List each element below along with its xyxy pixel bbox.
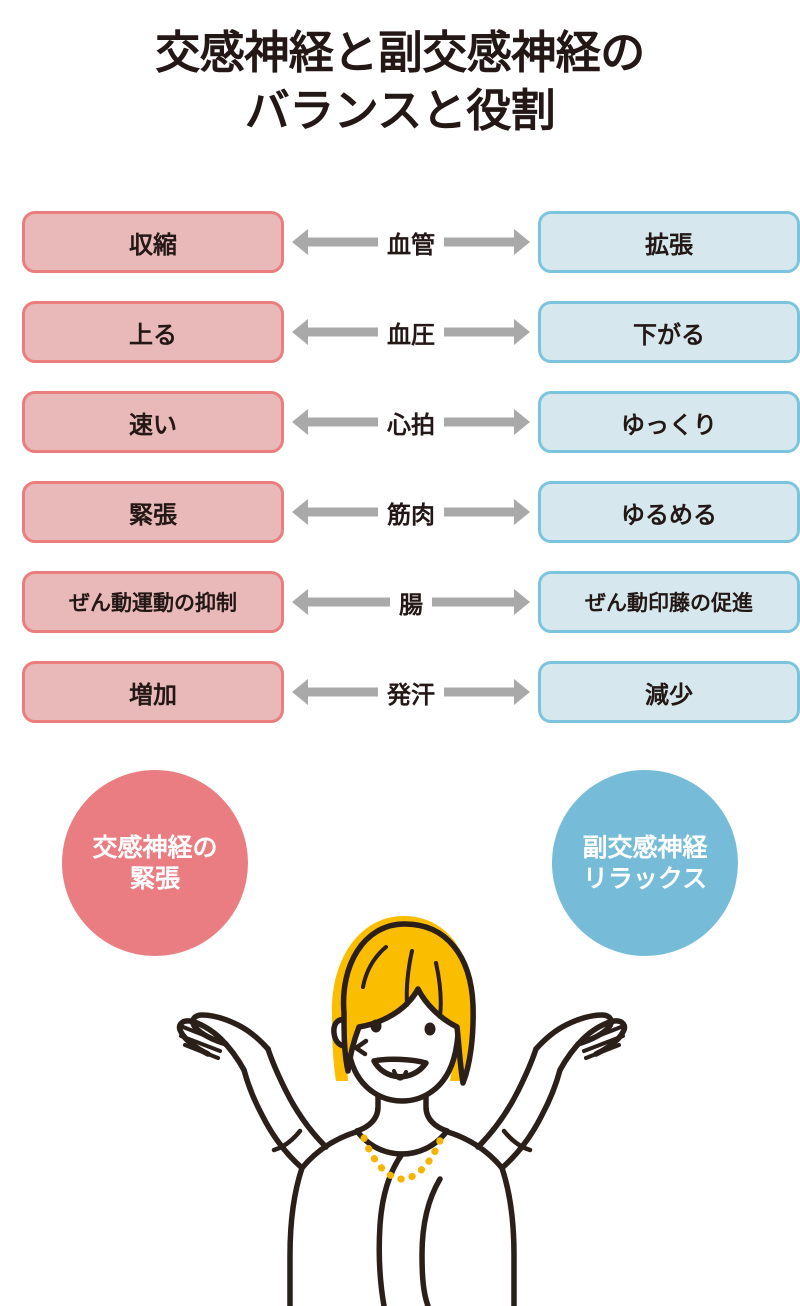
hair-strand (434, 961, 443, 1019)
left-finger-line (179, 1034, 222, 1053)
parasympathetic-cell-label: 拡張 (645, 230, 693, 259)
parasympathetic-cell: 減少 (538, 661, 800, 723)
sympathetic-cell-label: 収縮 (129, 230, 177, 259)
arrow-left-icon (292, 589, 390, 615)
organ-label: 血圧 (387, 320, 435, 349)
row-connector: 腸 (284, 571, 538, 633)
arrow-right-icon (444, 319, 530, 345)
sympathetic-cell: 緊張 (22, 481, 284, 543)
mouth (371, 1056, 429, 1080)
right-finger-line (578, 1025, 623, 1045)
left-sleeve-cuff (271, 1128, 303, 1153)
left-finger-line (181, 1025, 226, 1045)
right-finger-line (582, 1034, 625, 1053)
sympathetic-cell: 速い (22, 391, 284, 453)
table-row: 増加 発汗 減少 (0, 661, 800, 751)
right-finger-line (584, 1043, 621, 1060)
parasympathetic-cell-label: 減少 (645, 680, 693, 709)
right-sleeve-cuff (501, 1128, 533, 1153)
arrow-left-icon (292, 679, 378, 705)
parasympathetic-cell-label: ゆっくり (621, 410, 717, 439)
table-row: ぜん動運動の抑制 腸 ぜん動印藤の促進 (0, 571, 800, 661)
row-connector: 血管 (284, 211, 538, 273)
arrow-right-icon (444, 229, 530, 255)
organ-label: 発汗 (387, 680, 435, 709)
arrow-right-icon (444, 679, 530, 705)
parasympathetic-summary-circle: 副交感神経 リラックス (552, 770, 738, 956)
left-finger-line (183, 1043, 220, 1060)
arrow-left-icon (292, 229, 378, 255)
hair-strand (404, 949, 414, 1007)
sympathetic-cell-label: 緊張 (129, 500, 177, 529)
table-row: 速い 心拍 ゆっくり (0, 391, 800, 481)
mouth-inner (392, 1069, 408, 1081)
right-forearm (475, 1046, 539, 1150)
arrow-right-icon (444, 499, 530, 525)
arrow-right-icon (432, 589, 530, 615)
parasympathetic-cell-label: ゆるめる (621, 500, 717, 529)
hair-front (340, 921, 476, 1086)
necklace (360, 1134, 445, 1183)
parasympathetic-cell: ゆっくり (538, 391, 800, 453)
arrow-left-icon (292, 409, 378, 435)
row-connector: 心拍 (284, 391, 538, 453)
table-row: 上る 血圧 下がる (0, 301, 800, 391)
table-row: 収縮 血管 拡張 (0, 211, 800, 301)
left-upper-arm (241, 1067, 305, 1171)
parasympathetic-cell-label: ぜん動印藤の促進 (585, 591, 753, 615)
parasympathetic-cell: ぜん動印藤の促進 (538, 571, 800, 633)
neck (354, 1074, 450, 1134)
organ-label: 血管 (387, 230, 435, 259)
sympathetic-cell-label: 増加 (129, 680, 177, 709)
parasympathetic-circle-label: 副交感神経 リラックス (582, 832, 708, 893)
organ-label: 筋肉 (387, 500, 435, 529)
sympathetic-cell: 収縮 (22, 211, 284, 273)
sympathetic-cell-label: 上る (129, 320, 177, 349)
arrow-left-icon (292, 319, 378, 345)
left-forearm (265, 1046, 329, 1150)
right-upper-arm (499, 1067, 563, 1171)
dress-fold-right (419, 1176, 443, 1306)
wink-mark (353, 1038, 369, 1057)
left-eye (370, 1019, 382, 1033)
organ-label: 腸 (399, 590, 423, 619)
sympathetic-cell: 上る (22, 301, 284, 363)
organ-label: 心拍 (387, 410, 435, 439)
shoulder-line (299, 1129, 505, 1171)
sympathetic-cell-label: 速い (129, 410, 177, 439)
row-connector: 筋肉 (284, 481, 538, 543)
parasympathetic-cell-label: 下がる (633, 320, 705, 349)
arrow-left-icon (292, 499, 378, 525)
row-connector: 発汗 (284, 661, 538, 723)
hair-strand (361, 945, 388, 989)
woman-shrugging-illustration (150, 895, 650, 1306)
sympathetic-circle-label: 交感神経の 緊張 (92, 832, 218, 893)
parasympathetic-cell: 下がる (538, 301, 800, 363)
torso-side (287, 1165, 517, 1306)
page-title: 交感神経と副交感神経の バランスと役割 (155, 26, 645, 137)
sympathetic-cell: ぜん動運動の抑制 (22, 571, 284, 633)
sympathetic-cell-label: ぜん動運動の抑制 (69, 591, 237, 615)
right-eye (424, 1022, 436, 1036)
parasympathetic-cell: ゆるめる (538, 481, 800, 543)
autonomic-comparison-table: 収縮 血管 拡張 上る 血圧 下がる (0, 211, 800, 751)
row-connector: 血圧 (284, 301, 538, 363)
table-row: 緊張 筋肉 ゆるめる (0, 481, 800, 571)
arrow-right-icon (444, 409, 530, 435)
parasympathetic-cell: 拡張 (538, 211, 800, 273)
sympathetic-cell: 増加 (22, 661, 284, 723)
sympathetic-summary-circle: 交感神経の 緊張 (62, 770, 248, 956)
